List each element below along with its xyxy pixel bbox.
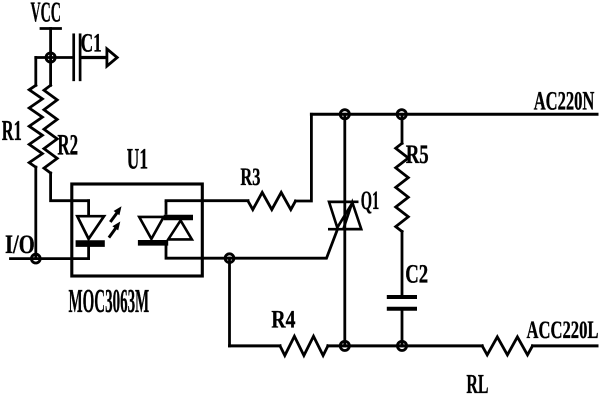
svg-text:Q1: Q1 [361,186,380,215]
svg-text:R1: R1 [2,115,22,147]
svg-text:RL: RL [466,368,488,399]
svg-text:I/O: I/O [5,230,35,259]
svg-text:MOC3063M: MOC3063M [69,283,150,320]
svg-text:R3: R3 [240,162,260,191]
svg-text:ACC220L: ACC220L [527,317,599,344]
svg-text:U1: U1 [127,143,148,175]
svg-text:C1: C1 [81,29,102,58]
svg-text:AC220N: AC220N [534,86,595,116]
svg-text:R5: R5 [406,140,429,169]
svg-text:C2: C2 [405,259,428,289]
svg-text:R2: R2 [57,129,78,162]
svg-text:R4: R4 [271,305,295,334]
svg-text:VCC: VCC [31,0,61,29]
